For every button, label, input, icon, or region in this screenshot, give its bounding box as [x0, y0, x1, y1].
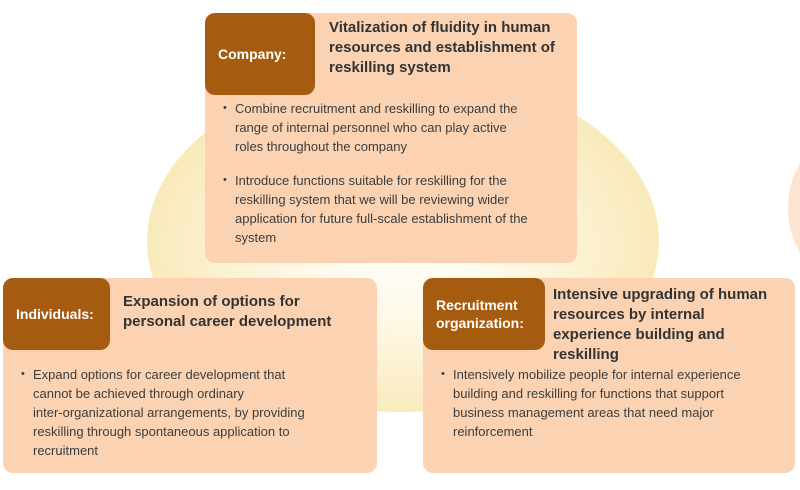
company-bullet-list: • Combine recruitment and reskilling to …: [223, 99, 571, 262]
bullet-item: • Intensively mobilize people for intern…: [441, 365, 791, 441]
recruitment-label: Recruitment organization:: [423, 278, 545, 350]
company-card: Company: Vitalization of fluidity in hum…: [205, 13, 577, 263]
bullet-item: • Introduce functions suitable for reski…: [223, 171, 571, 247]
recruitment-bullet-list: • Intensively mobilize people for intern…: [441, 365, 791, 456]
individuals-label: Individuals:: [3, 278, 110, 350]
individuals-bullet-list: • Expand options for career development …: [21, 365, 371, 475]
background-right-edge-circle: [788, 118, 800, 298]
individuals-title: Expansion of options for personal career…: [123, 293, 332, 330]
bullet-dot-icon: •: [223, 174, 227, 186]
bullet-dot-icon: •: [223, 102, 227, 114]
company-title: Vitalization of fluidity in human resour…: [329, 19, 555, 76]
recruitment-bullet-1: Intensively mobilize people for internal…: [453, 367, 741, 439]
bullet-item: • Expand options for career development …: [21, 365, 371, 460]
company-bullet-1: Combine recruitment and reskilling to ex…: [235, 101, 518, 154]
recruitment-card: Recruitment organization: Intensive upgr…: [423, 278, 795, 473]
company-label: Company:: [205, 13, 315, 95]
bullet-dot-icon: •: [21, 368, 25, 380]
bullet-dot-icon: •: [441, 368, 445, 380]
individuals-card: Individuals: Expansion of options for pe…: [3, 278, 377, 473]
company-bullet-2: Introduce functions suitable for reskill…: [235, 173, 528, 245]
recruitment-title: Intensive upgrading of human resources b…: [553, 286, 768, 363]
individuals-bullet-1: Expand options for career development th…: [33, 367, 305, 458]
bullet-item: • Combine recruitment and reskilling to …: [223, 99, 571, 156]
